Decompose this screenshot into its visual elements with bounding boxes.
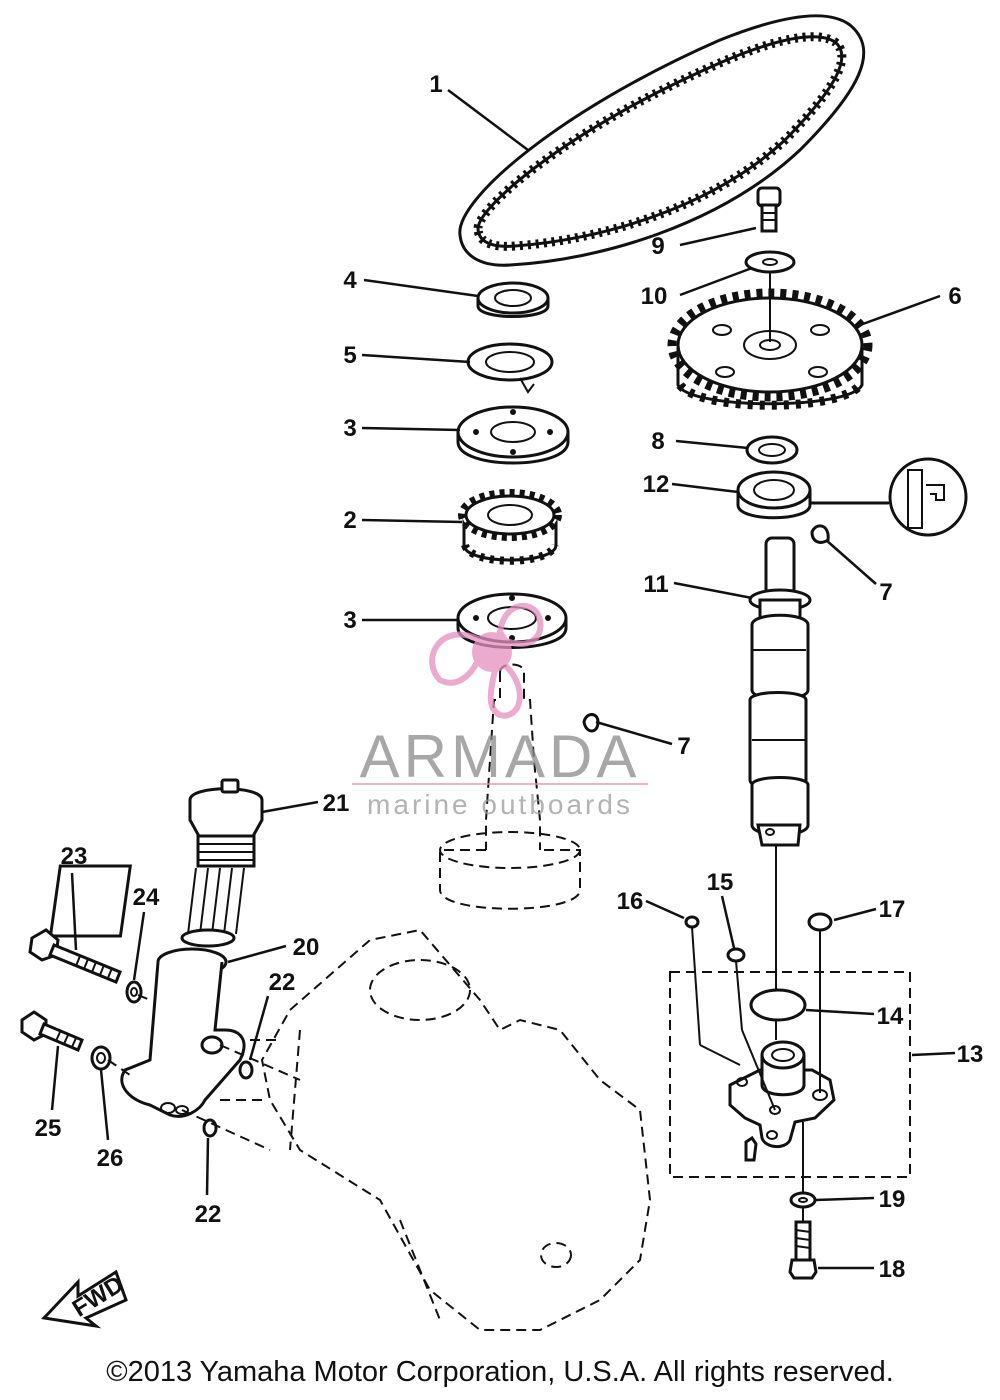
oil-filter-21 <box>48 778 264 948</box>
washer-10 <box>744 250 796 274</box>
callout-4: 4 <box>343 267 357 294</box>
o-ring-14 <box>749 988 807 1022</box>
callout-13: 13 <box>957 1041 984 1068</box>
watermark-subtitle: marine outboards <box>367 789 633 820</box>
callout-18: 18 <box>879 1256 906 1283</box>
washer-19 <box>789 1191 817 1209</box>
nut-4 <box>476 281 550 318</box>
callout-6: 6 <box>948 283 961 310</box>
fwd-arrow-icon: FWD <box>40 1269 128 1329</box>
callout-22-lower: 22 <box>195 1201 222 1228</box>
timing-belt <box>458 14 866 267</box>
callout-24: 24 <box>133 884 160 911</box>
lock-washer-5 <box>466 342 554 394</box>
callout-10: 10 <box>641 283 668 310</box>
callout-3-lower: 3 <box>343 607 356 634</box>
washer-26 <box>90 1045 112 1071</box>
callout-15: 15 <box>707 869 734 896</box>
bolt-18 <box>788 1220 818 1280</box>
callout-7-upper: 7 <box>879 579 892 606</box>
washer-8 <box>745 435 799 465</box>
o-ring-22-lower <box>202 1118 218 1138</box>
propeller-logo-icon <box>429 602 544 719</box>
callout-26: 26 <box>97 1145 124 1172</box>
callout-5: 5 <box>343 342 356 369</box>
o-ring-17 <box>807 912 833 932</box>
callout-3-upper: 3 <box>343 415 356 442</box>
camshaft-pulley-6 <box>667 288 873 410</box>
o-ring-22-upper <box>238 1060 254 1080</box>
callout-9: 9 <box>651 233 664 260</box>
callout-21: 21 <box>323 790 350 817</box>
plate-3-upper <box>456 405 570 465</box>
oil-pump-assembly-box <box>669 971 911 1178</box>
armada-watermark: ARMADA marine outboards <box>352 602 648 820</box>
callout-17: 17 <box>879 896 906 923</box>
washer-24 <box>125 980 143 1004</box>
callout-8: 8 <box>651 428 664 455</box>
callout-1: 1 <box>429 71 442 98</box>
callout-16: 16 <box>617 888 644 915</box>
oil-seal-12 <box>736 470 890 520</box>
oil-pump-body <box>728 1040 836 1162</box>
callout-2: 2 <box>343 507 356 534</box>
callout-25: 25 <box>35 1115 62 1142</box>
leader-lines <box>50 89 956 1270</box>
bolt-25 <box>20 1010 84 1052</box>
callout-7-lower: 7 <box>677 733 690 760</box>
camshaft-11 <box>748 536 812 990</box>
bolt-23 <box>28 928 122 984</box>
callout-19: 19 <box>879 1186 906 1213</box>
oil-filter-bracket-20 <box>120 947 246 1118</box>
copyright-notice: ©2013 Yamaha Motor Corporation, U.S.A. A… <box>106 1356 894 1388</box>
callout-23: 23 <box>61 843 88 870</box>
o-ring-16 <box>684 915 700 929</box>
callout-22-upper: 22 <box>269 969 296 996</box>
callout-11: 11 <box>643 571 668 598</box>
woodruff-key-7-upper <box>810 524 830 544</box>
crankshaft-sprocket-2 <box>458 489 562 565</box>
callout-14: 14 <box>877 1003 904 1030</box>
callout-20: 20 <box>293 934 320 961</box>
callout-labels: 1 2 3 3 4 5 6 7 7 8 9 10 11 12 13 14 15 … <box>35 71 984 1283</box>
bolt-9 <box>756 186 782 233</box>
callout-12: 12 <box>643 471 670 498</box>
seal-section-detail <box>888 457 968 537</box>
o-ring-15 <box>726 947 746 963</box>
watermark-title: ARMADA <box>360 723 641 790</box>
